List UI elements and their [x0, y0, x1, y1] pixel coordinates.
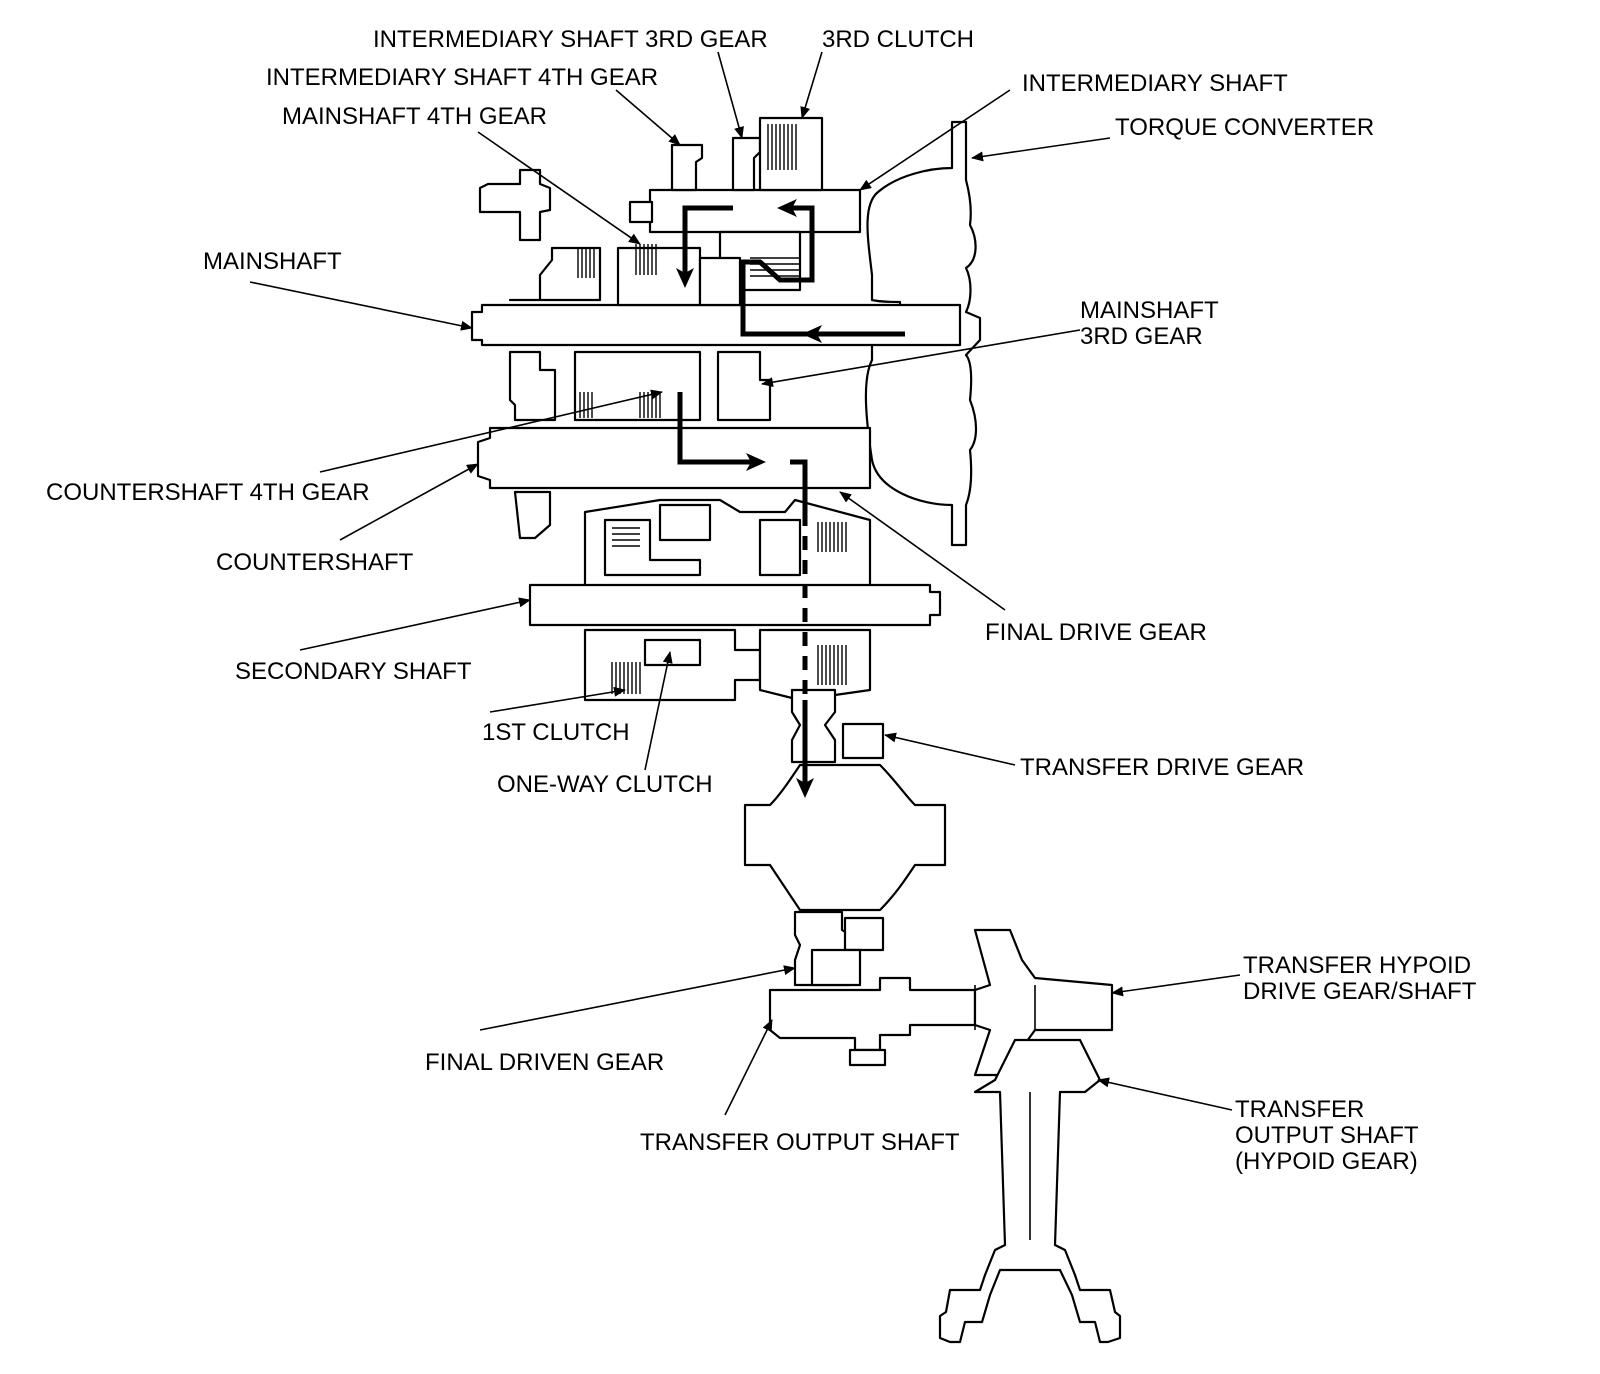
leader-mainshaft: [249, 281, 473, 331]
flow-countershaft-to-final-drive: [790, 459, 808, 512]
label-countershaft: COUNTERSHAFT: [216, 549, 414, 576]
label-secondary-shaft: SECONDARY SHAFT: [235, 658, 472, 685]
leader-final-drive-gear: [839, 491, 1006, 611]
label-intermediary-shaft: INTERMEDIARY SHAFT: [1022, 70, 1288, 97]
leader-transfer-drive-gear: [884, 732, 1016, 766]
intermediary-shaft: [628, 116, 862, 234]
label-torque-converter: TORQUE CONVERTER: [1115, 114, 1374, 141]
label-third-clutch: 3RD CLUTCH: [822, 26, 974, 53]
flow-intermediary-to-mainshaft-4th: [676, 205, 733, 288]
leader-countershaft: [339, 463, 479, 541]
leader-int-shaft-3rd-gear: [717, 51, 744, 139]
leader-transfer-output-shaft: [724, 1019, 773, 1116]
mainshaft-lower-gears: [508, 350, 772, 422]
transfer-output-hypoid-gear: [938, 1038, 1122, 1344]
leader-int-shaft-4th-gear: [615, 89, 681, 146]
final-driven-gear: [793, 910, 885, 987]
leader-one-way-clutch: [644, 651, 673, 771]
leader-transfer-output-hypoid: [1097, 1077, 1233, 1111]
label-mainshaft-3rd-gear-2: 3RD GEAR: [1080, 323, 1203, 350]
label-transfer-hypoid-2: DRIVE GEAR/SHAFT: [1243, 978, 1477, 1005]
label-transfer-output-shaft: TRANSFER OUTPUT SHAFT: [640, 1129, 960, 1156]
secondary-upper-clutch-pack: [612, 522, 847, 552]
mainshaft-4th-clutch-pack: [577, 244, 657, 278]
countershaft: [476, 426, 872, 540]
leader-final-driven-gear: [479, 965, 796, 1031]
label-mainshaft: MAINSHAFT: [203, 248, 342, 275]
label-transfer-output-hypoid-2: OUTPUT SHAFT: [1235, 1122, 1419, 1149]
label-final-driven-gear: FINAL DRIVEN GEAR: [425, 1049, 664, 1076]
transfer-output-shaft: [768, 976, 977, 1067]
secondary-shaft: [528, 583, 942, 627]
flow-mainshaft-to-intermediary: [740, 199, 815, 337]
label-mainshaft-3rd-gear-1: MAINSHAFT: [1080, 297, 1219, 324]
label-first-clutch: 1ST CLUTCH: [482, 719, 630, 746]
secondary-shaft-housing: [583, 498, 872, 592]
label-transfer-output-hypoid-1: TRANSFER: [1235, 1096, 1364, 1123]
flow-to-countershaft: [677, 392, 766, 471]
label-int-shaft-4th-gear: INTERMEDIARY SHAFT 4TH GEAR: [266, 64, 658, 91]
label-final-drive-gear: FINAL DRIVE GEAR: [985, 619, 1207, 646]
label-mainshaft-4th-gear: MAINSHAFT 4TH GEAR: [282, 103, 547, 130]
leader-lines: [249, 51, 1241, 1116]
leader-first-clutch: [489, 686, 626, 713]
leader-mainshaft-4th-gear: [477, 131, 641, 245]
label-int-shaft-3rd-gear: INTERMEDIARY SHAFT 3RD GEAR: [373, 26, 768, 53]
leader-intermediary-shaft: [859, 89, 1011, 191]
leader-torque-converter: [971, 137, 1111, 162]
label-transfer-drive-gear: TRANSFER DRIVE GEAR: [1020, 754, 1304, 781]
power-flow-path: [676, 199, 905, 798]
label-transfer-hypoid-1: TRANSFER HYPOID: [1243, 952, 1471, 979]
leader-transfer-hypoid-drive-gear: [1111, 974, 1241, 997]
leader-mainshaft-3rd-gear: [761, 329, 1081, 388]
labels: INTERMEDIARY SHAFT 3RD GEAR 3RD CLUTCH I…: [46, 26, 1477, 1175]
label-countershaft-4th-gear: COUNTERSHAFT 4TH GEAR: [46, 479, 370, 506]
leader-countershaft-4th-gear: [319, 389, 663, 473]
label-transfer-output-hypoid-3: (HYPOID GEAR): [1235, 1148, 1418, 1175]
third-clutch-pack: [767, 124, 797, 170]
leader-secondary-shaft: [299, 597, 531, 651]
differential-housing: [743, 763, 947, 912]
leader-third-clutch: [800, 51, 823, 119]
label-one-way-clutch: ONE-WAY CLUTCH: [497, 771, 713, 798]
